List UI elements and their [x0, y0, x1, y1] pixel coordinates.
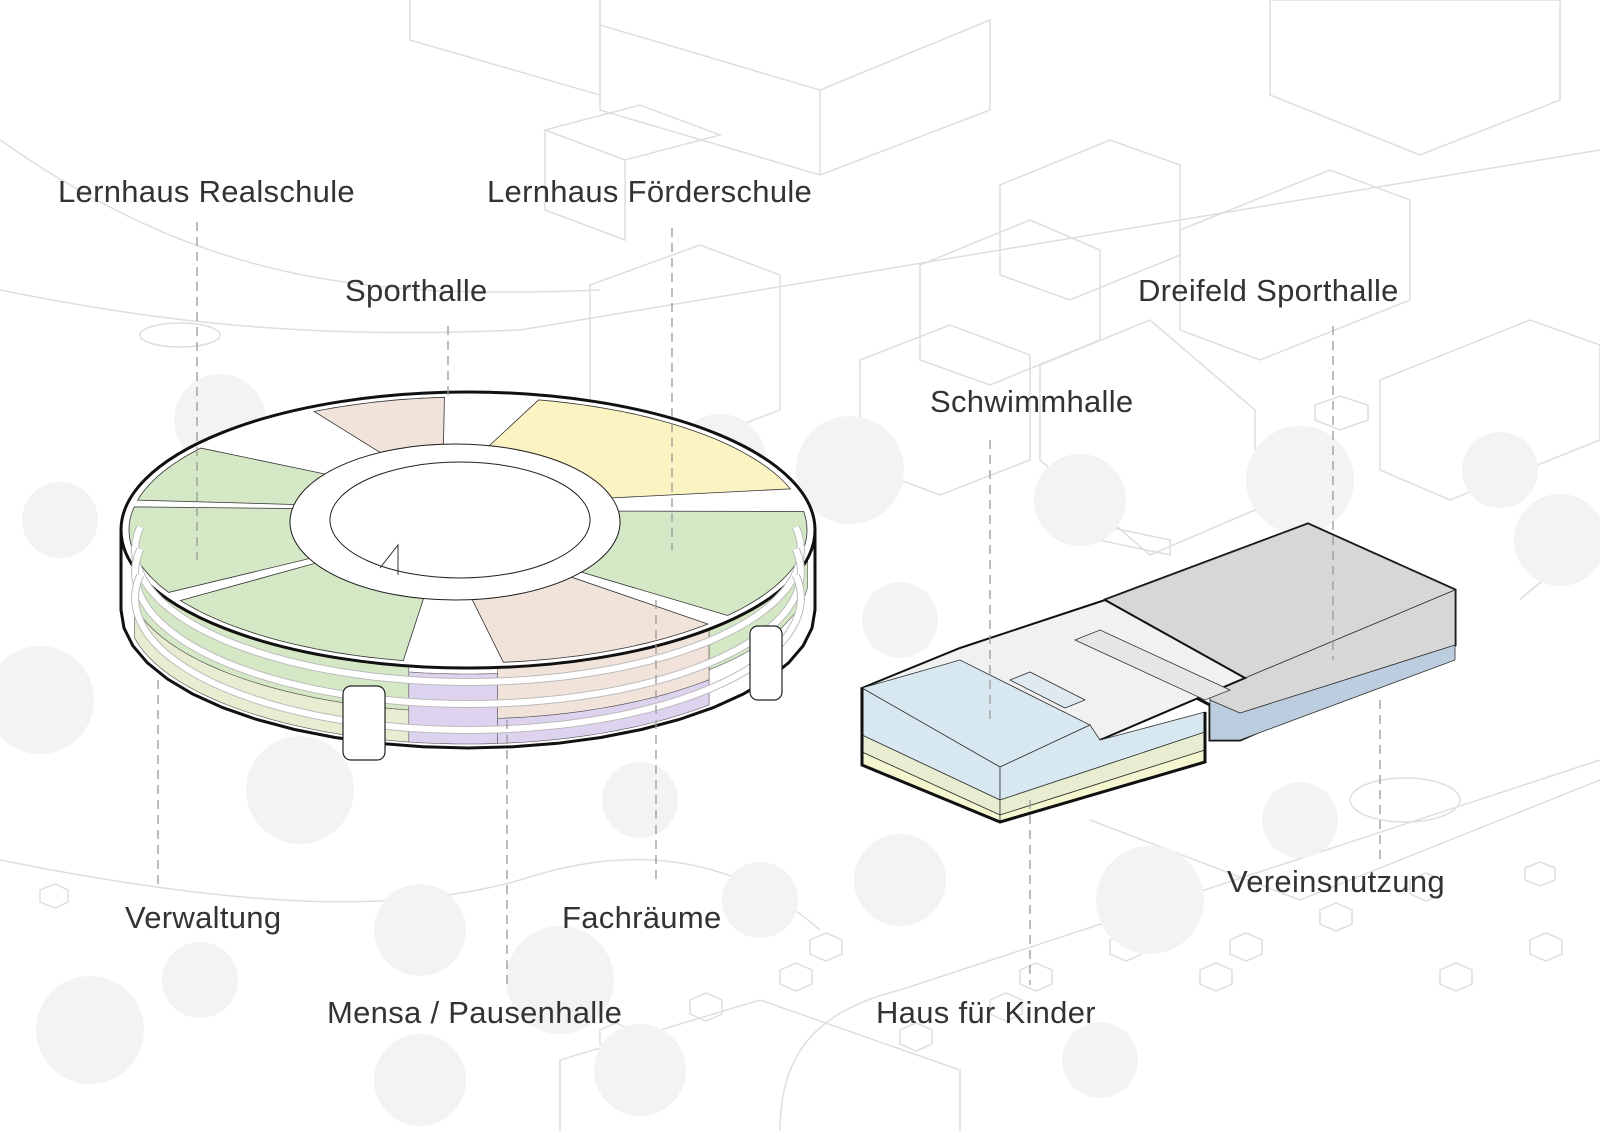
sports-block-building	[859, 522, 1457, 824]
context-outline	[39, 883, 69, 909]
label-verwaltung: Verwaltung	[125, 900, 282, 935]
context-outline	[0, 139, 601, 293]
tree-shadow	[722, 862, 798, 938]
tree-shadow	[0, 646, 94, 754]
label-fachraeume: Fachräume	[562, 900, 722, 935]
tree-shadow	[1096, 846, 1204, 954]
skylight-strip	[1073, 629, 1232, 701]
context-outline	[559, 999, 961, 1131]
context-outline	[409, 0, 601, 96]
label-schwimmhalle: Schwimmhalle	[930, 384, 1134, 419]
label-lernhaus-foerderschule: Lernhaus Förderschule	[487, 174, 813, 209]
ring-building	[119, 390, 817, 761]
tree-shadow	[162, 942, 238, 1018]
tree-shadow	[36, 976, 144, 1084]
tree-shadow	[594, 1024, 686, 1116]
small-building	[1229, 932, 1263, 962]
small-building	[1199, 962, 1233, 992]
label-haus-fuer-kinder: Haus für Kinder	[876, 995, 1096, 1030]
tree-shadow	[1514, 494, 1600, 586]
tree-shadow	[854, 834, 946, 926]
tree-shadows	[0, 374, 1600, 1126]
small-building	[989, 992, 1023, 1022]
label-mensa-pausenhalle: Mensa / Pausenhalle	[327, 995, 623, 1030]
small-building	[899, 1022, 933, 1052]
context-outline	[779, 759, 1600, 1131]
tree-shadow	[374, 884, 466, 976]
small-building	[809, 932, 843, 962]
context-outline	[819, 18, 991, 176]
tree-shadow	[1062, 1022, 1138, 1098]
small-building	[1529, 932, 1563, 962]
railing	[131, 526, 805, 686]
context-outline	[1524, 861, 1556, 887]
tree-shadow	[246, 736, 354, 844]
tree-shadow	[602, 762, 678, 838]
context-outline	[1314, 395, 1369, 431]
leader-lines	[157, 222, 1381, 985]
small-building	[1439, 962, 1473, 992]
small-building	[1409, 872, 1443, 902]
tree-shadow	[1462, 432, 1538, 508]
tree-shadow	[862, 582, 938, 658]
context-outline	[1379, 319, 1600, 501]
small-building	[689, 992, 723, 1022]
tree-shadow	[1034, 454, 1126, 546]
context-outline	[1179, 169, 1411, 361]
label-lernhaus-realschule: Lernhaus Realschule	[58, 174, 355, 209]
label-sporthalle: Sporthalle	[345, 273, 488, 308]
block-base-outline	[860, 688, 1207, 824]
label-vereinsnutzung: Vereinsnutzung	[1227, 864, 1445, 899]
label-dreifeld-sporthalle: Dreifeld Sporthalle	[1138, 273, 1399, 308]
context-outline	[1349, 777, 1461, 823]
tree-shadow	[506, 926, 614, 1034]
small-building	[1019, 962, 1053, 992]
context-outline	[1269, 0, 1561, 156]
pool-void	[1009, 671, 1086, 709]
tree-shadow	[796, 416, 904, 524]
small-building	[1319, 902, 1353, 932]
context-outline	[1089, 779, 1600, 901]
side-verwaltung	[134, 604, 410, 743]
tree-shadow	[1246, 426, 1354, 534]
tree-shadow	[1262, 782, 1338, 858]
context-outline	[0, 858, 821, 931]
stair-core-pillar	[342, 685, 386, 761]
context-outline	[0, 149, 1600, 334]
stair-core-pillar	[749, 625, 783, 701]
context-outline	[599, 23, 821, 177]
small-building	[779, 962, 813, 992]
context-outline	[542, 104, 723, 242]
courtyard	[329, 461, 591, 579]
courtyard-stair	[379, 543, 399, 575]
context-outline	[919, 219, 1101, 386]
tree-shadow	[22, 482, 98, 558]
context-outline	[139, 322, 221, 348]
context-outline	[1039, 319, 1256, 556]
tree-shadow	[374, 1034, 466, 1126]
railing	[131, 548, 805, 708]
